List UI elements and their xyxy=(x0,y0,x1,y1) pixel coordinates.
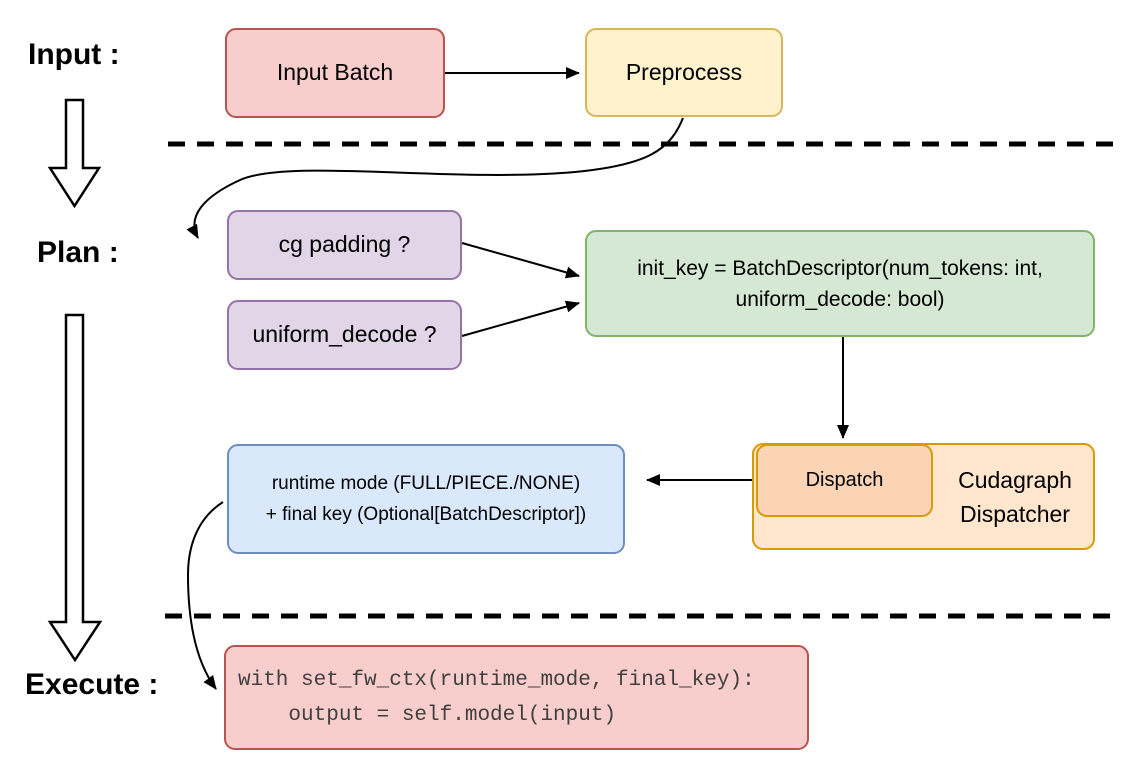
runtime-mode-line1: runtime mode (FULL/PIECE./NONE) xyxy=(271,473,581,494)
init-key-line2: uniform_decode: bool) xyxy=(735,287,945,311)
cudagraph-dispatcher-line2: Dispatcher xyxy=(960,500,1070,527)
arrow-runtime-mode-to-execute-code xyxy=(186,501,224,690)
node-preprocess: Preprocess xyxy=(585,28,783,117)
node-runtime-mode: runtime mode (FULL/PIECE./NONE) + final … xyxy=(227,444,625,554)
arrow-preprocess-to-cg-padding xyxy=(186,117,684,239)
node-execute-code: with set_fw_ctx(runtime_mode, final_key)… xyxy=(224,645,809,750)
node-uniform-decode: uniform_decode ? xyxy=(227,300,462,370)
node-cg-padding: cg padding ? xyxy=(227,210,462,280)
init-key-line1: init_key = BatchDescriptor(num_tokens: i… xyxy=(637,256,1043,280)
node-input-batch: Input Batch xyxy=(225,28,445,118)
execute-code-line1: with set_fw_ctx(runtime_mode, final_key)… xyxy=(238,668,755,692)
execute-code-line2: output = self.model(input) xyxy=(238,703,617,727)
input-batch-label: Input Batch xyxy=(276,59,394,86)
section-label-input: Input : xyxy=(28,38,120,71)
runtime-mode-line2: + final key (Optional[BatchDescriptor]) xyxy=(265,504,587,525)
uniform-decode-label: uniform_decode ? xyxy=(252,321,437,348)
hollow-down-arrow-plan-to-execute xyxy=(47,313,103,663)
preprocess-label: Preprocess xyxy=(625,58,743,85)
section-label-execute: Execute : xyxy=(25,668,159,701)
cudagraph-dispatcher-label: Cudagraph Dispatcher xyxy=(937,445,1093,548)
cg-padding-label: cg padding ? xyxy=(278,231,411,258)
node-dispatch: Dispatch xyxy=(756,444,933,517)
cudagraph-dispatcher-line1: Cudagraph xyxy=(958,466,1072,493)
arrow-uniform-decode-to-init-key xyxy=(461,300,580,337)
arrow-cg-padding-to-init-key xyxy=(461,242,580,279)
section-label-plan: Plan : xyxy=(37,236,119,269)
node-init-key: init_key = BatchDescriptor(num_tokens: i… xyxy=(585,230,1095,337)
hollow-down-arrow-input-to-plan xyxy=(47,98,102,209)
dispatch-label: Dispatch xyxy=(805,469,884,491)
